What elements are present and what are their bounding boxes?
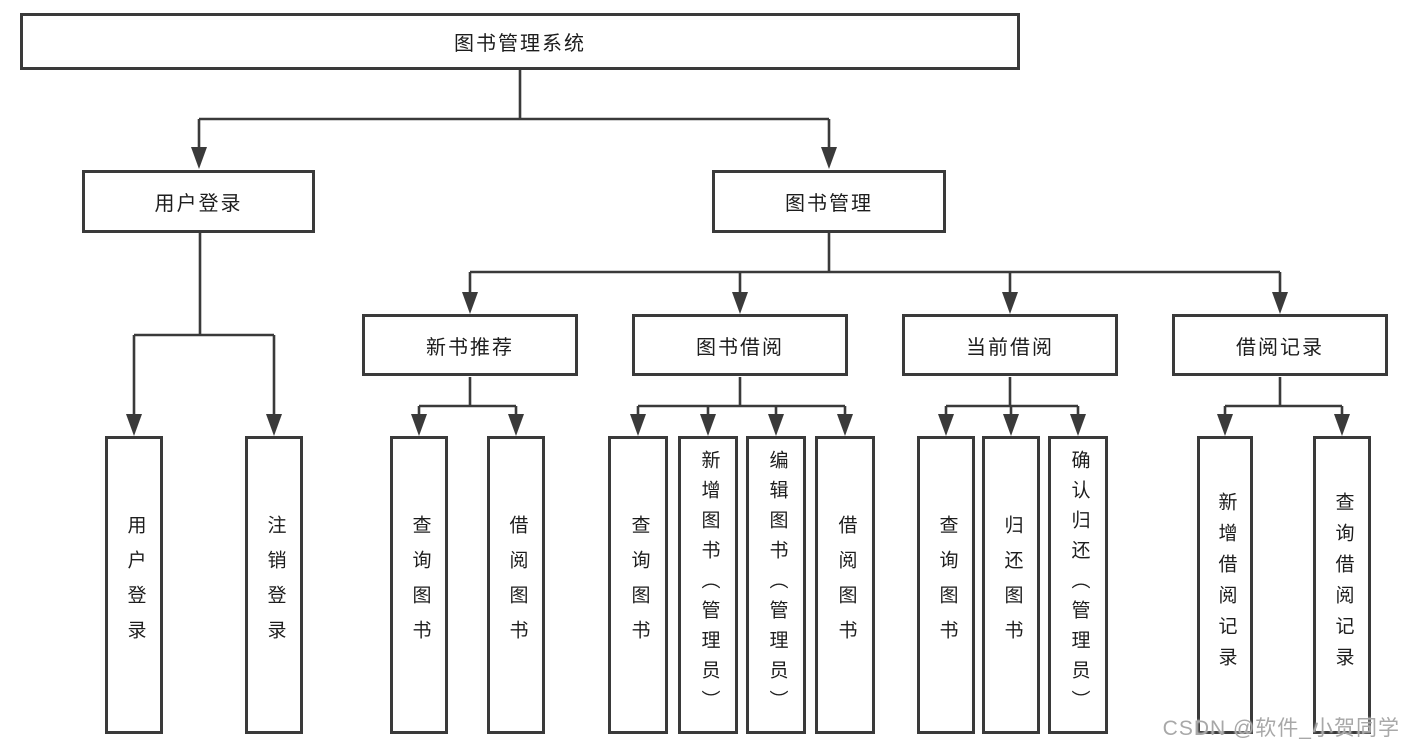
leaf-query-borrow-record: 查询借阅记录: [1313, 436, 1371, 734]
node-book-management: 图书管理: [712, 170, 946, 233]
node-borrowing-records: 借阅记录: [1172, 314, 1388, 376]
arrowhead: [1003, 414, 1019, 436]
arrowhead: [266, 414, 282, 436]
arrowhead: [630, 414, 646, 436]
leaf-logout: 注销登录: [245, 436, 303, 734]
arrowhead: [1070, 414, 1086, 436]
leaf-query-books-borrow-label: 查询图书: [628, 515, 650, 655]
arrowhead: [1334, 414, 1350, 436]
arrowhead: [1002, 292, 1018, 314]
leaf-query-borrow-record-label: 查询借阅记录: [1332, 492, 1354, 678]
leaf-query-books-borrow: 查询图书: [608, 436, 668, 734]
leaf-borrow-books: 借阅图书: [815, 436, 875, 734]
leaf-borrow-books-recommend: 借阅图书: [487, 436, 545, 734]
arrowhead: [508, 414, 524, 436]
arrowhead: [768, 414, 784, 436]
leaf-query-books-current: 查询图书: [917, 436, 975, 734]
leaf-user-login-label: 用户登录: [124, 515, 146, 655]
leaf-edit-books-admin-label: 编辑图书（管理员）: [766, 450, 788, 720]
arrowhead: [821, 147, 837, 169]
arrowhead: [700, 414, 716, 436]
leaf-query-books-recommend-label: 查询图书: [409, 515, 431, 655]
leaf-borrow-books-recommend-label: 借阅图书: [506, 515, 528, 655]
leaf-query-books-recommend: 查询图书: [390, 436, 448, 734]
node-user-login: 用户登录: [82, 170, 315, 233]
leaf-query-books-current-label: 查询图书: [936, 515, 958, 655]
leaf-add-books-admin-label: 新增图书（管理员）: [698, 450, 720, 720]
arrowhead: [462, 292, 478, 314]
leaf-borrow-books-label: 借阅图书: [835, 515, 857, 655]
leaf-confirm-return-admin-label: 确认归还（管理员）: [1068, 450, 1090, 720]
node-book-borrowing: 图书借阅: [632, 314, 848, 376]
arrowhead: [191, 147, 207, 169]
arrowhead: [837, 414, 853, 436]
arrowhead: [732, 292, 748, 314]
leaf-confirm-return-admin: 确认归还（管理员）: [1048, 436, 1108, 734]
node-library-management-system: 图书管理系统: [20, 13, 1020, 70]
leaf-add-borrow-record: 新增借阅记录: [1197, 436, 1253, 734]
arrowhead: [1217, 414, 1233, 436]
leaf-logout-label: 注销登录: [264, 515, 286, 655]
arrowhead: [411, 414, 427, 436]
arrowhead: [126, 414, 142, 436]
node-current-borrowing: 当前借阅: [902, 314, 1118, 376]
leaf-edit-books-admin: 编辑图书（管理员）: [746, 436, 806, 734]
node-new-book-recommendation: 新书推荐: [362, 314, 578, 376]
csdn-watermark: CSDN @软件_小贺同学: [1162, 717, 1400, 740]
arrowhead: [1272, 292, 1288, 314]
leaf-return-books: 归还图书: [982, 436, 1040, 734]
leaf-user-login: 用户登录: [105, 436, 163, 734]
arrowhead: [938, 414, 954, 436]
leaf-add-borrow-record-label: 新增借阅记录: [1215, 492, 1237, 678]
leaf-add-books-admin: 新增图书（管理员）: [678, 436, 738, 734]
leaf-return-books-label: 归还图书: [1001, 515, 1023, 655]
